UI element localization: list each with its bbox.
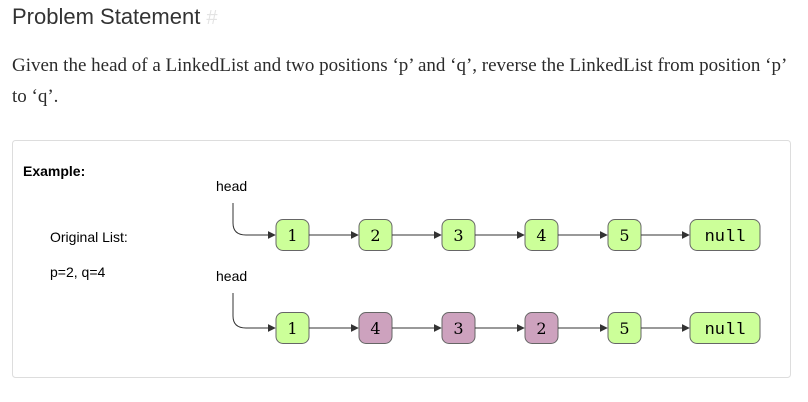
section-title: Problem Statement [12,4,201,29]
original-node-label-2: 3 [453,226,463,245]
head-label-original: head [216,178,247,194]
example-card [12,140,791,378]
reversed-head-pointer [232,293,276,332]
reversed-node-label-1: 4 [370,319,380,338]
reversed-node-label-4: 5 [619,319,629,338]
head-label-reversed: head [216,268,247,284]
reversed-node-5 [689,312,761,344]
original-node-label-1: 2 [370,226,380,245]
original-node-label-3: 4 [536,226,546,245]
example-label: Example: [23,163,85,179]
problem-description: Given the head of a LinkedList and two p… [12,55,786,107]
original-node-5 [689,219,761,251]
original-list-row: 1 2 3 4 5 null [232,203,761,251]
reversed-node-label-5: null [705,321,746,340]
reversed-node-label-2: 3 [453,319,463,338]
anchor-link-icon[interactable]: # [206,7,218,29]
original-node-label-0: 1 [287,226,297,245]
original-head-pointer [232,203,276,239]
original-list-label: Original List: [50,229,128,245]
section-heading: Problem Statement# [12,4,217,30]
original-node-label-4: 5 [619,226,629,245]
reversed-node-label-0: 1 [287,319,297,338]
reversed-list-row: 1 4 3 2 5 null [232,293,761,344]
positions-label: p=2, q=4 [50,264,105,280]
reversed-node-label-3: 2 [536,319,546,338]
original-node-label-5: null [705,228,746,247]
